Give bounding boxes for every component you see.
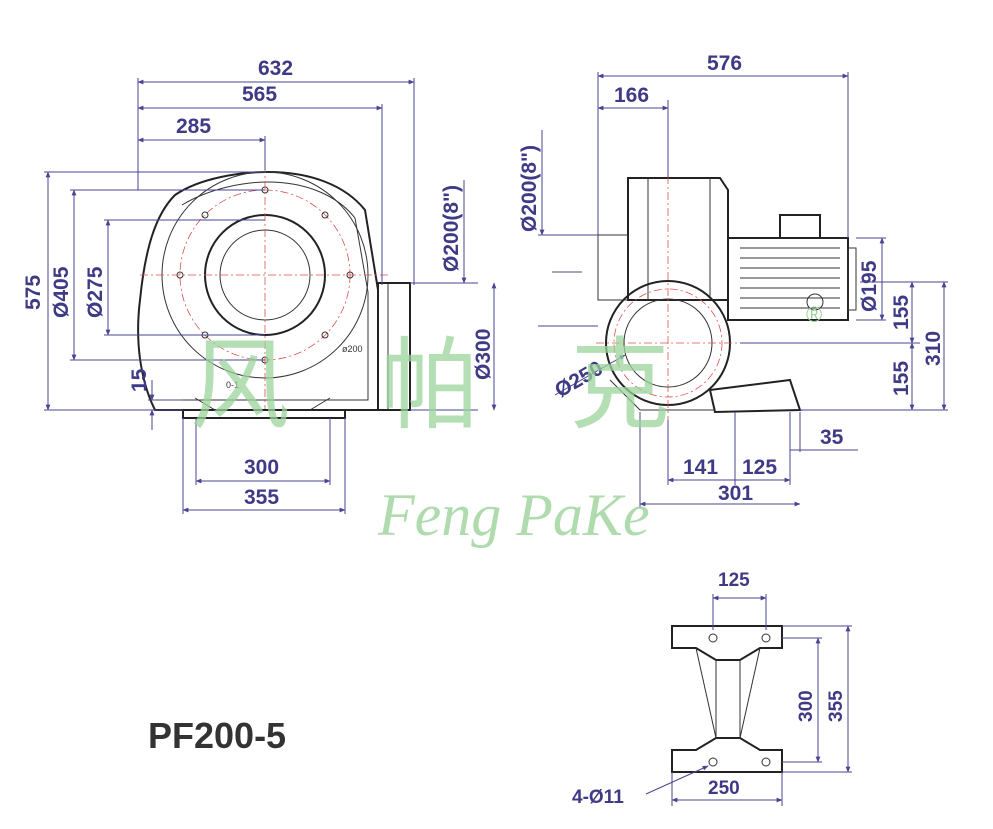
dim-base-125: 125 — [718, 570, 750, 591]
base-view: 125 300 355 250 4-Ø11 — [572, 570, 852, 808]
dim-front-15: 15 — [128, 368, 151, 392]
dim-base-355: 355 — [826, 690, 847, 722]
dim-front-565: 565 — [242, 83, 277, 106]
dim-front-d275: Ø275 — [84, 266, 107, 318]
front-view: ø200 0-1 632 565 285 575 Ø405 Ø275 15 — [22, 57, 497, 514]
base-hole-4 — [761, 757, 771, 767]
dim-side-d195: Ø195 — [858, 260, 881, 312]
dim-side-301: 301 — [718, 482, 753, 505]
dim-front-300: 300 — [244, 456, 279, 479]
watermark-chinese: 风帕克 — [190, 327, 760, 444]
terminal-box — [779, 214, 821, 239]
base-hole-1 — [708, 633, 718, 643]
watermark-latin: Feng PaKe — [377, 482, 650, 548]
dim-base-300: 300 — [796, 690, 817, 722]
dim-front-355: 355 — [244, 486, 279, 509]
side-outlet — [597, 234, 629, 301]
dim-side-125: 125 — [742, 456, 777, 479]
dim-base-holes: 4-Ø11 — [572, 787, 624, 808]
dim-side-d200-8: Ø200(8") — [518, 145, 541, 232]
outlet-flange — [377, 282, 411, 411]
registered-mark: ® — [806, 302, 822, 327]
dim-front-285: 285 — [176, 115, 211, 138]
label-d200-small: ø200 — [342, 344, 363, 354]
dim-side-141: 141 — [683, 456, 718, 479]
base-web — [695, 647, 761, 739]
dim-front-632: 632 — [258, 57, 293, 80]
dim-side-166: 166 — [614, 84, 649, 107]
motor-end-cap — [847, 247, 857, 311]
base-top-pad — [671, 625, 783, 661]
base-hole-3 — [708, 757, 718, 767]
dim-front-d300: Ø300 — [472, 329, 495, 380]
dim-side-155a: 155 — [890, 295, 913, 330]
watermark: 风帕克 Feng PaKe ® — [190, 302, 822, 548]
dim-front-d405: Ø405 — [50, 266, 73, 318]
dim-base-250: 250 — [708, 778, 740, 799]
base-bottom-pad — [671, 737, 783, 773]
model-label: PF200-5 — [148, 715, 286, 756]
dim-side-310: 310 — [922, 331, 945, 366]
dim-side-576: 576 — [707, 52, 742, 75]
motor-fins — [740, 247, 840, 309]
dim-side-35: 35 — [820, 426, 844, 449]
dim-front-575: 575 — [22, 275, 45, 310]
label-ref: 0-1 — [226, 380, 239, 390]
volute-inner-line — [163, 181, 369, 401]
dim-front-d200-8: Ø200(8") — [440, 185, 463, 272]
base-hole-2 — [761, 633, 771, 643]
dim-side-155b: 155 — [890, 361, 913, 396]
